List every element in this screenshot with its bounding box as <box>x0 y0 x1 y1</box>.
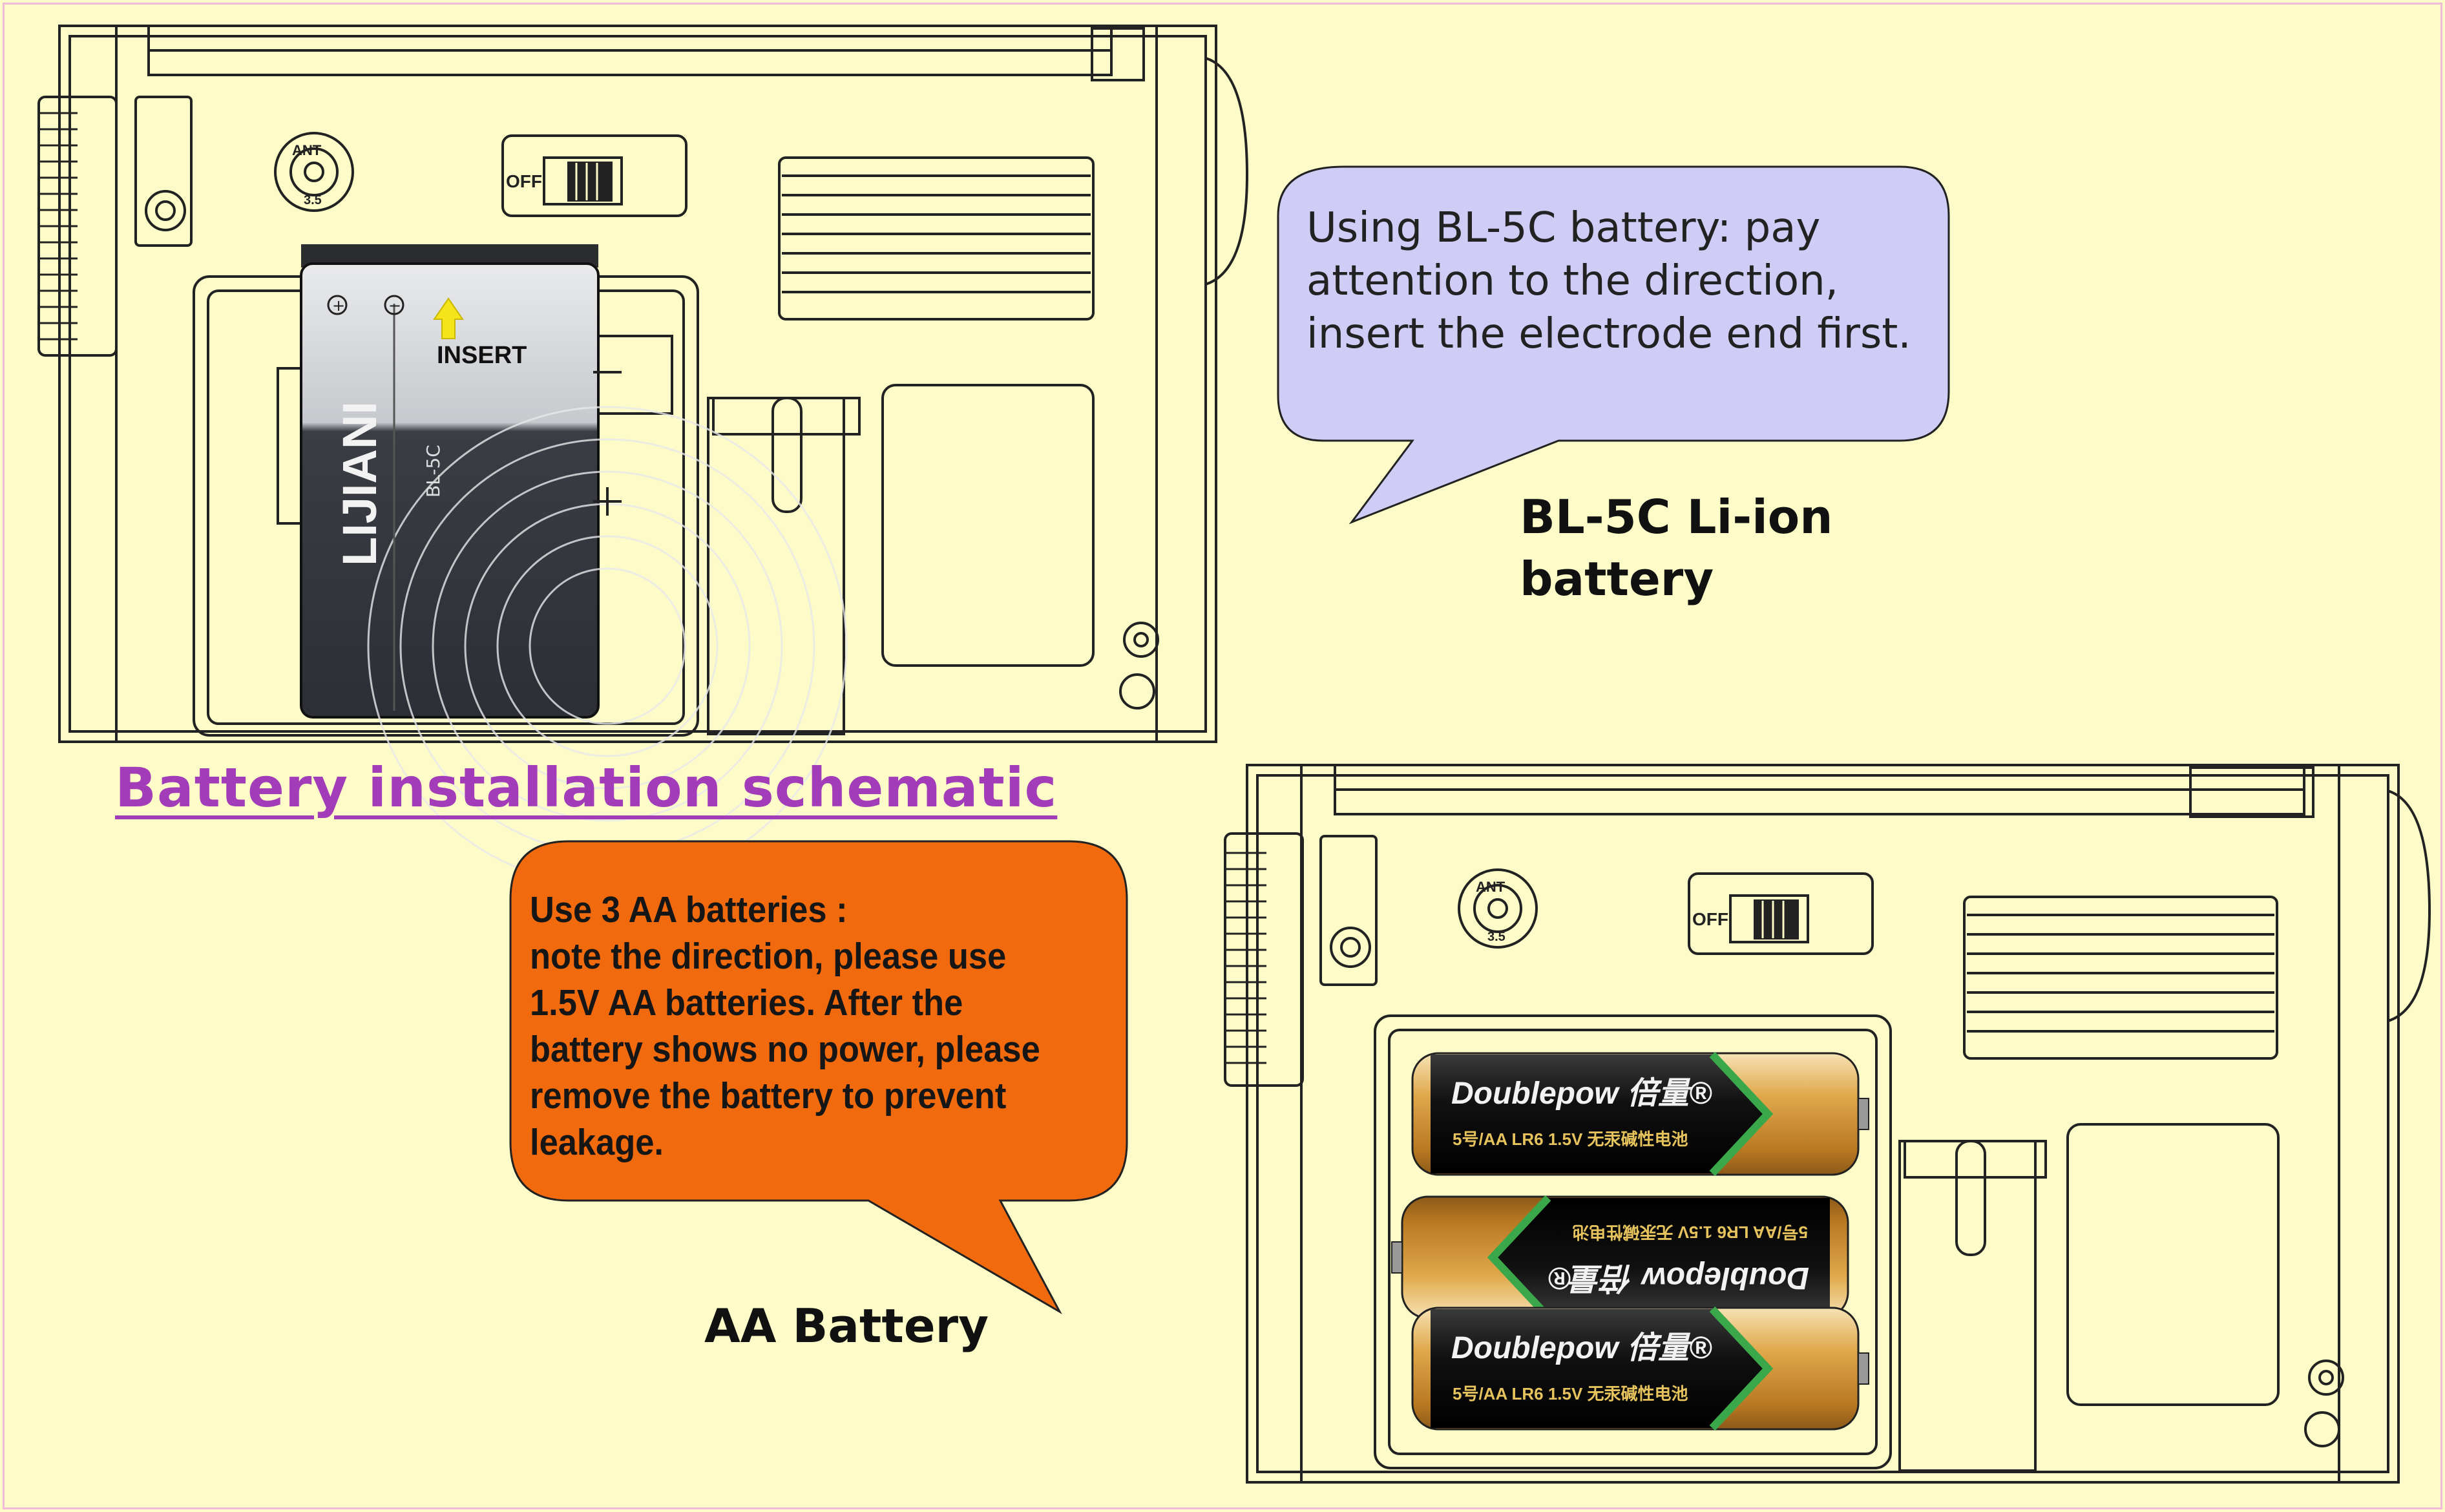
aa-battery-1: Doublepow 倍量® 5号/AA LR6 1.5V 无汞碱性电池 <box>1411 1051 1869 1177</box>
svg-text:ANT: ANT <box>292 142 322 158</box>
svg-text:Doublepow 倍量®: Doublepow 倍量® <box>1548 1261 1809 1295</box>
radio-bottom-body <box>1224 764 2431 1484</box>
radio-top-body <box>37 25 1249 743</box>
svg-text:5号/AA LR6 1.5V 无汞碱性电池: 5号/AA LR6 1.5V 无汞碱性电池 <box>1453 1129 1688 1149</box>
svg-text:+: + <box>332 297 345 315</box>
svg-text:3.5: 3.5 <box>1487 930 1506 944</box>
svg-text:Doublepow 倍量®: Doublepow 倍量® <box>1451 1076 1712 1111</box>
bottom-power-switch: OFF ANT 3.5 <box>1476 879 1799 944</box>
bottom-vent-slots <box>1967 914 2274 1033</box>
svg-text:OFF: OFF <box>506 171 542 191</box>
bl5c-battery: + − INSERT LIJIANI BL-5C <box>300 244 848 887</box>
svg-text:LIJIANI: LIJIANI <box>333 401 386 566</box>
svg-text:INSERT: INSERT <box>437 342 527 369</box>
page-title: Battery installation schematic <box>115 756 1058 819</box>
aa-speech-bubble <box>509 840 1128 1314</box>
svg-text:5号/AA LR6 1.5V 无汞碱性电池: 5号/AA LR6 1.5V 无汞碱性电池 <box>1453 1384 1688 1403</box>
top-terminals <box>593 371 622 516</box>
aa-battery-3: Doublepow 倍量® 5号/AA LR6 1.5V 无汞碱性电池 <box>1411 1306 1869 1431</box>
svg-text:5号/AA LR6 1.5V 无汞碱性电池: 5号/AA LR6 1.5V 无汞碱性电池 <box>1572 1223 1808 1242</box>
bottom-knob-ridges <box>1225 852 1266 1064</box>
svg-text:3.5: 3.5 <box>304 193 322 207</box>
svg-text:−: − <box>388 297 401 315</box>
top-power-switch: OFF ANT 3.5 <box>292 142 613 207</box>
svg-text:ANT: ANT <box>1476 879 1506 895</box>
svg-text:BL-5C: BL-5C <box>423 445 444 498</box>
svg-text:OFF: OFF <box>1692 909 1728 929</box>
li-ion-bubble-text: Using BL-5C battery: pay attention to th… <box>1306 204 1911 358</box>
aa-bubble-text: Use 3 AA batteries : note the direction,… <box>530 889 1040 1163</box>
li-ion-caption: BL-5C Li-ion battery <box>1520 490 1833 606</box>
aa-battery-2: Doublepow 倍量® 5号/AA LR6 1.5V 无汞碱性电池 <box>1391 1195 1849 1320</box>
page-border <box>3 3 2442 1509</box>
top-vent-slots <box>782 174 1091 293</box>
svg-text:Doublepow 倍量®: Doublepow 倍量® <box>1451 1331 1712 1365</box>
li-ion-speech-bubble <box>1277 165 1950 525</box>
aa-caption: AA Battery <box>704 1299 989 1353</box>
